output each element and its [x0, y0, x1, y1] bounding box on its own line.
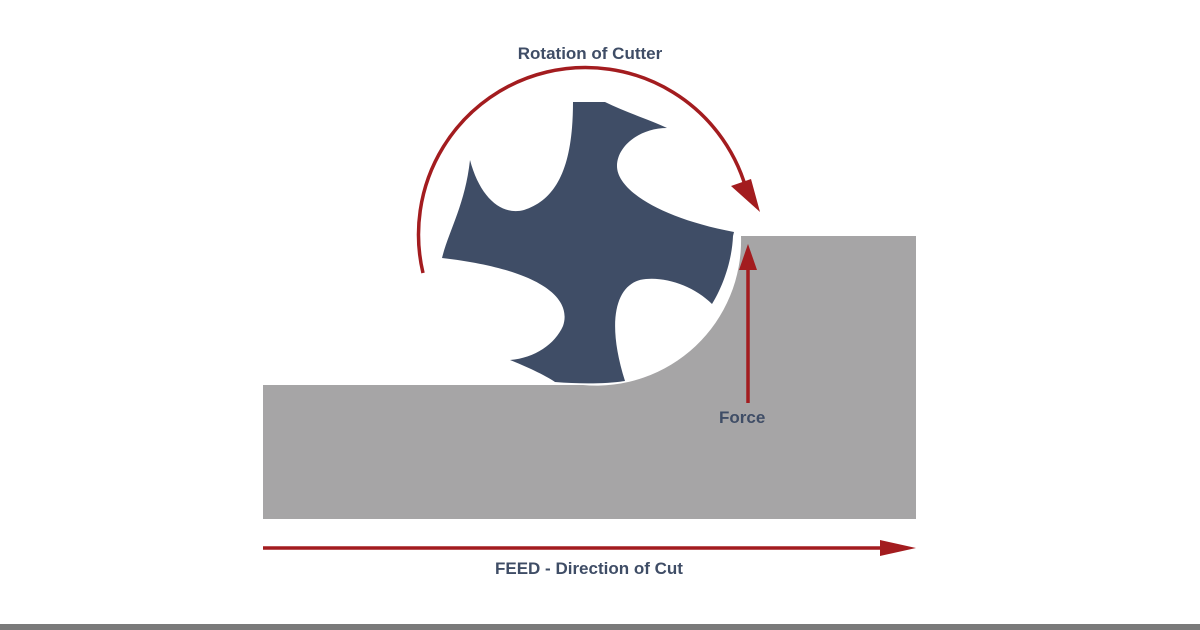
force-arrowhead: [739, 244, 757, 270]
bottom-divider: [0, 624, 1200, 630]
cutter: [442, 102, 734, 384]
rotation-arrowhead: [731, 179, 760, 212]
workpiece-block: [263, 236, 916, 519]
rotation-label: Rotation of Cutter: [517, 44, 663, 63]
rotation-arrow: [416, 65, 750, 274]
feed-label: FEED - Direction of Cut: [495, 559, 683, 578]
force-label: Force: [719, 408, 766, 427]
feed-arrowhead: [880, 540, 916, 556]
